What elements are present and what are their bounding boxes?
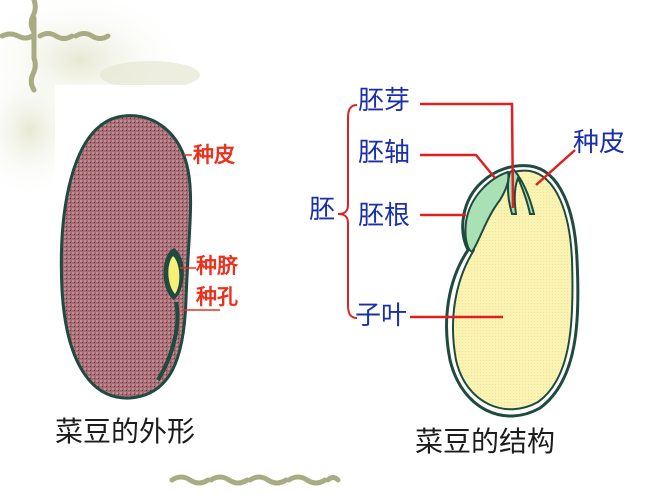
caption-exterior: 菜豆的外形 bbox=[55, 415, 196, 448]
bean-cross-section bbox=[337, 102, 580, 418]
label-cotyledon: 子叶 bbox=[355, 301, 408, 331]
plumule-leader bbox=[420, 102, 515, 209]
label-seed-coat-structure: 种皮 bbox=[573, 128, 626, 158]
label-micropyle: 种孔 bbox=[196, 285, 238, 309]
label-plumule: 胚芽 bbox=[358, 86, 411, 116]
plumule bbox=[506, 168, 536, 215]
bean-body bbox=[59, 114, 193, 400]
label-seed-coat-exterior: 种皮 bbox=[193, 143, 235, 167]
seed-coat-leader bbox=[535, 149, 576, 186]
embryo-brace bbox=[337, 104, 358, 319]
micropyle-groove bbox=[156, 301, 180, 382]
label-hilum: 种脐 bbox=[196, 254, 238, 278]
label-radicle: 胚根 bbox=[358, 201, 411, 231]
label-embryo: 胚 bbox=[309, 195, 336, 225]
hypocotyl-leader bbox=[420, 153, 496, 179]
bean-exterior bbox=[59, 114, 220, 400]
label-hypocotyl: 胚轴 bbox=[358, 138, 411, 168]
hilum bbox=[168, 256, 180, 294]
caption-structure: 菜豆的结构 bbox=[415, 425, 556, 458]
radicle bbox=[464, 170, 510, 254]
